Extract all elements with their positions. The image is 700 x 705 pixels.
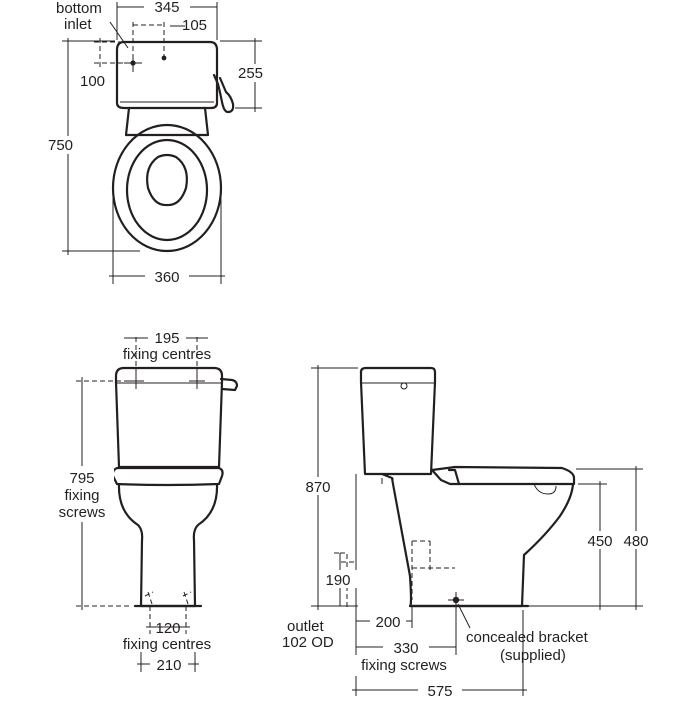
label-inlet-leader (109, 21, 129, 49)
dim-480-text: 480 (623, 533, 648, 550)
dim-255-text: 255 (238, 65, 263, 82)
front-seat-outline (111, 466, 224, 487)
label-bracket-leader (457, 603, 471, 629)
dim-750-mask (46, 136, 86, 154)
dim-200-mask (370, 612, 406, 630)
dim-345-mask (144, 0, 190, 16)
front-foot-left-fixing (144, 591, 154, 605)
dim-190-mask (320, 570, 358, 588)
label-concealed-bracket: concealed bracket (466, 629, 589, 646)
dim-795-text: 795 (69, 470, 94, 487)
top-view: 345 — 105 bottom inlet 100 255 750 360 (46, 0, 272, 286)
dim-870-mask (298, 477, 338, 495)
label-outlet-od: 102 OD (282, 634, 334, 651)
dim-105-prefix: — (170, 17, 185, 34)
front-foot-right-fixing (182, 591, 192, 605)
dim-330-mask (383, 638, 429, 656)
front-flush-lever (219, 377, 239, 392)
label-side-fixing-screws: fixing screws (361, 657, 447, 674)
dim-450-text: 450 (587, 533, 612, 550)
side-view: 870 190 200 outlet 102 OD 330 fixing scr… (282, 365, 656, 700)
dim-870-text: 870 (305, 479, 330, 496)
plan-cistern-outline (115, 40, 219, 110)
side-rim (533, 483, 557, 495)
label-screws: screws (59, 504, 106, 521)
side-button (400, 382, 408, 390)
plan-flush-lever (212, 73, 235, 114)
dim-575-text: 575 (427, 683, 452, 700)
front-bowl-outline (117, 482, 219, 608)
label-bottom-fixing-centres: fixing centres (123, 636, 211, 653)
dim-200-text: 200 (375, 614, 400, 631)
dim-210-mask (150, 655, 188, 673)
dim-575-mask (418, 680, 462, 698)
dim-360-mask (145, 266, 189, 284)
label-outlet: outlet (287, 618, 325, 635)
label-top-fixing-centres: fixing centres (123, 346, 211, 363)
plan-seat-hinge-block (124, 106, 210, 137)
front-view: 195 fixing centres 795 fixing screws 120… (50, 328, 239, 674)
side-cistern-outline (359, 366, 437, 476)
label-bottom: bottom (56, 0, 102, 17)
dim-750-text: 750 (48, 137, 73, 154)
dim-330-text: 330 (393, 640, 418, 657)
dim-105-text: 105 (182, 17, 207, 34)
dim-345-text: 345 (154, 0, 179, 16)
side-trap-dashed (411, 540, 455, 600)
side-pan-outline (380, 472, 575, 608)
dim-100-text: 100 (80, 73, 105, 90)
dim-195-mask (148, 328, 186, 346)
dim-195-text: 195 (154, 330, 179, 347)
dim-190-text: 190 (325, 572, 350, 589)
plan-fill-hole (161, 55, 167, 61)
side-seat (430, 465, 576, 486)
dim-450-mask (580, 531, 620, 549)
label-supplied: (supplied) (500, 647, 566, 664)
plan-seat-outline (111, 123, 223, 253)
plan-bowl-opening (146, 153, 188, 207)
label-fixing: fixing (64, 487, 99, 504)
dim-795-mask (50, 466, 114, 522)
dim-255-mask (238, 64, 272, 82)
dim-480-mask (616, 531, 656, 549)
dim-120-text: 120 (155, 620, 180, 637)
dim-210-text: 210 (156, 657, 181, 674)
plan-seat-inner (125, 138, 209, 242)
dim-360-text: 360 (154, 269, 179, 286)
label-inlet: inlet (64, 16, 92, 33)
side-seat-hinge (447, 468, 461, 486)
